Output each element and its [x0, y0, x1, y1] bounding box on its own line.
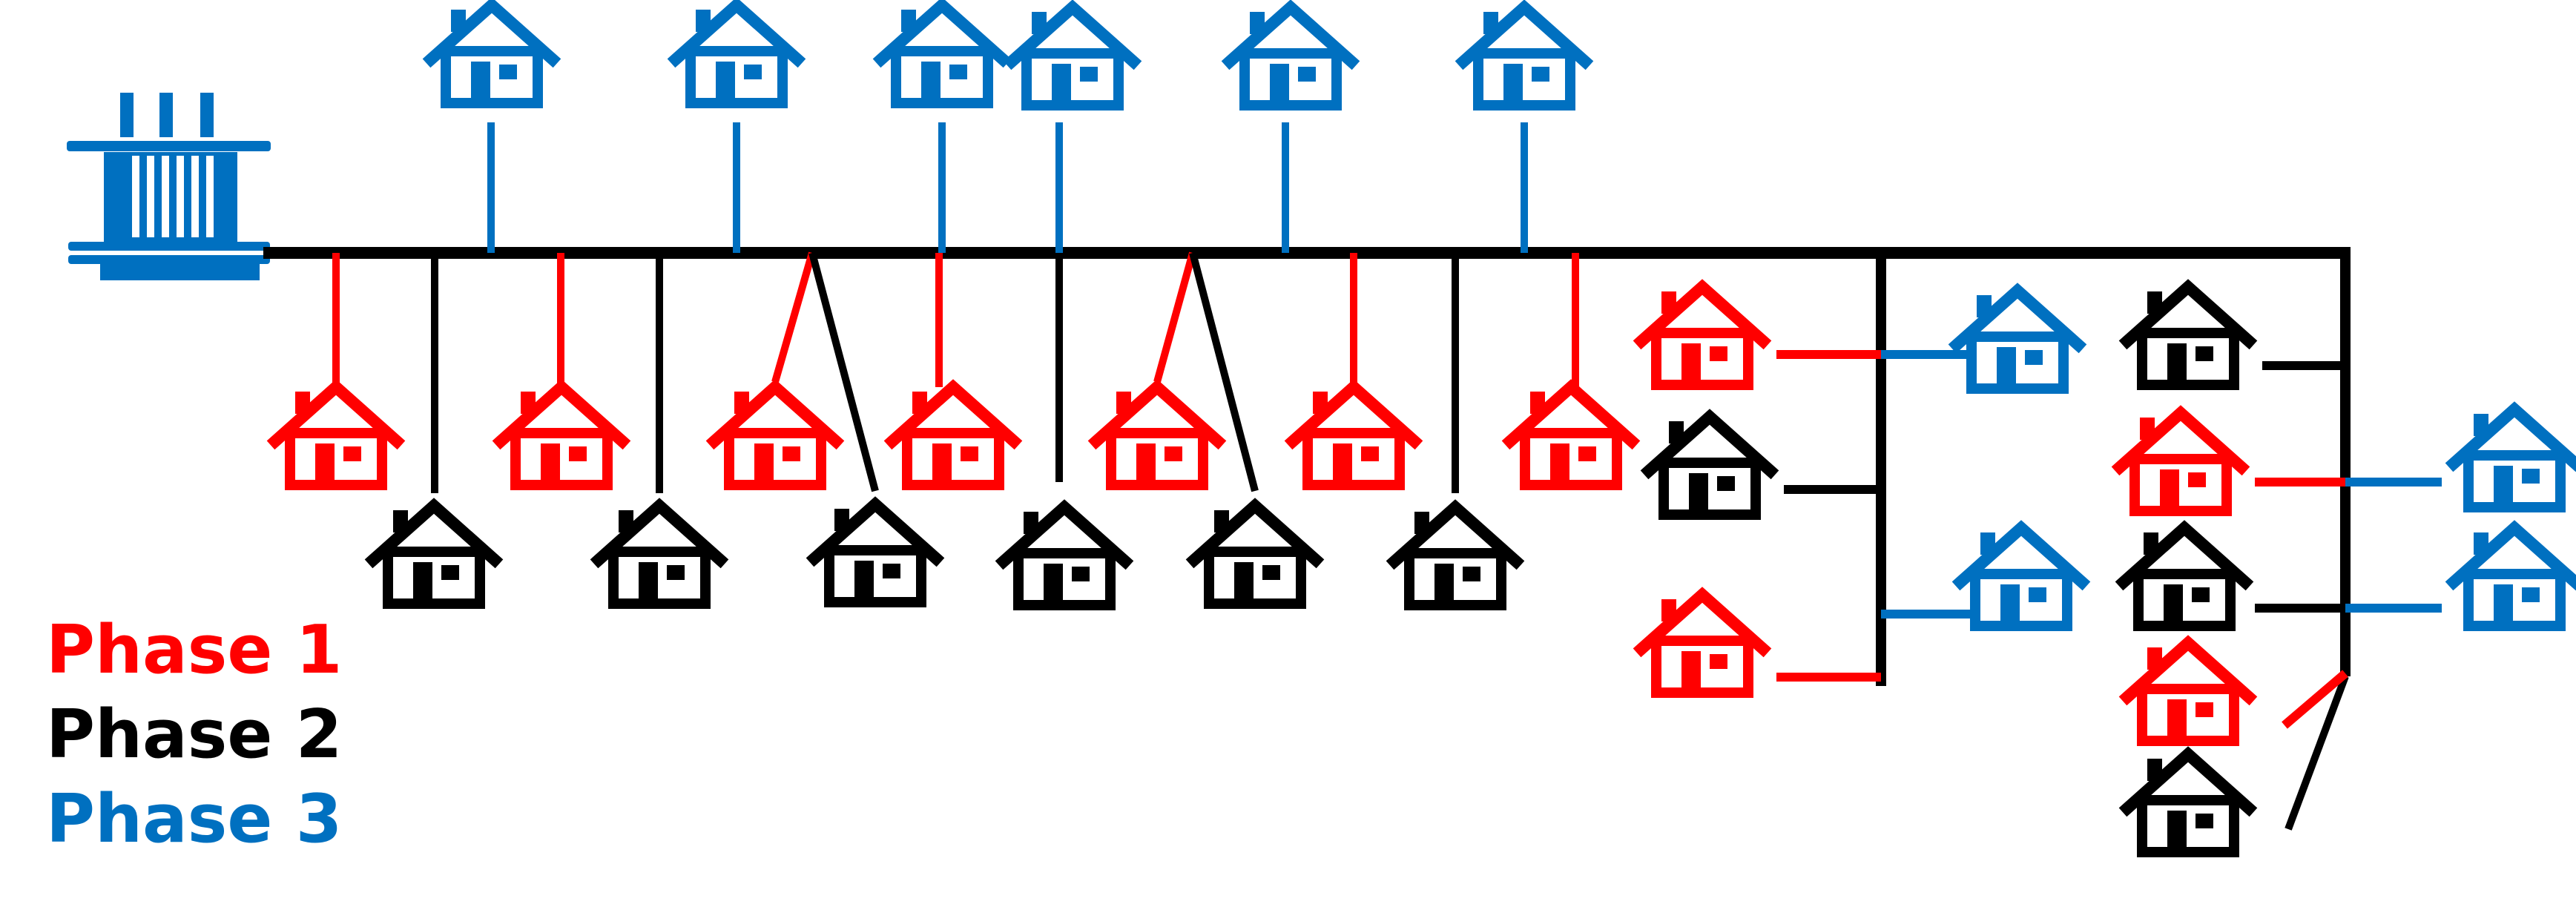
lateral-phase-1 [2282, 670, 2348, 729]
house-icon [1293, 387, 1414, 485]
house-icon [1641, 595, 1763, 693]
legend-item-phase-1: Phase 1 [46, 611, 343, 689]
legend-item-phase-2: Phase 2 [46, 696, 343, 774]
house-icon [431, 5, 553, 103]
house-icon [1394, 507, 1516, 605]
house-icon [1463, 7, 1585, 105]
legend-item-phase-3: Phase 3 [46, 780, 343, 858]
branch-feeder-2-end [2285, 675, 2349, 831]
house-icon [1641, 287, 1763, 385]
house-icon [373, 506, 495, 604]
service-drop-phase-1 [1153, 251, 1196, 383]
house-icon [814, 504, 936, 602]
house-icon [599, 506, 720, 604]
house-icon [2454, 528, 2575, 626]
house-icon [1960, 528, 2082, 626]
house-icon [1957, 291, 2078, 389]
house-icon [1649, 417, 1770, 515]
house-icon [2120, 413, 2241, 511]
house-icon [676, 5, 797, 103]
house-icon [2454, 409, 2575, 507]
house-icon [2127, 643, 2249, 741]
house-icon [2124, 528, 2245, 626]
service-drop-phase-1 [771, 251, 816, 383]
house-icon [501, 387, 622, 485]
feeder-network [263, 122, 2442, 831]
house-icon [1194, 506, 1316, 604]
house-icon [1510, 387, 1632, 485]
house-icon [714, 387, 836, 485]
house-icon [1004, 507, 1125, 605]
house-icon [1012, 7, 1133, 105]
house-icon [2127, 754, 2249, 852]
transformer-icon [67, 93, 271, 280]
house-icon [892, 387, 1014, 485]
houses-layer [275, 5, 2575, 852]
phase-legend: Phase 1 Phase 2 Phase 3 [46, 608, 342, 862]
house-icon [275, 387, 397, 485]
house-icon [1230, 7, 1351, 105]
house-icon [2127, 287, 2249, 385]
service-drop-phase-2 [1189, 251, 1259, 492]
house-icon [1096, 387, 1218, 485]
service-drop-phase-2 [808, 251, 879, 492]
house-icon [881, 5, 1003, 103]
